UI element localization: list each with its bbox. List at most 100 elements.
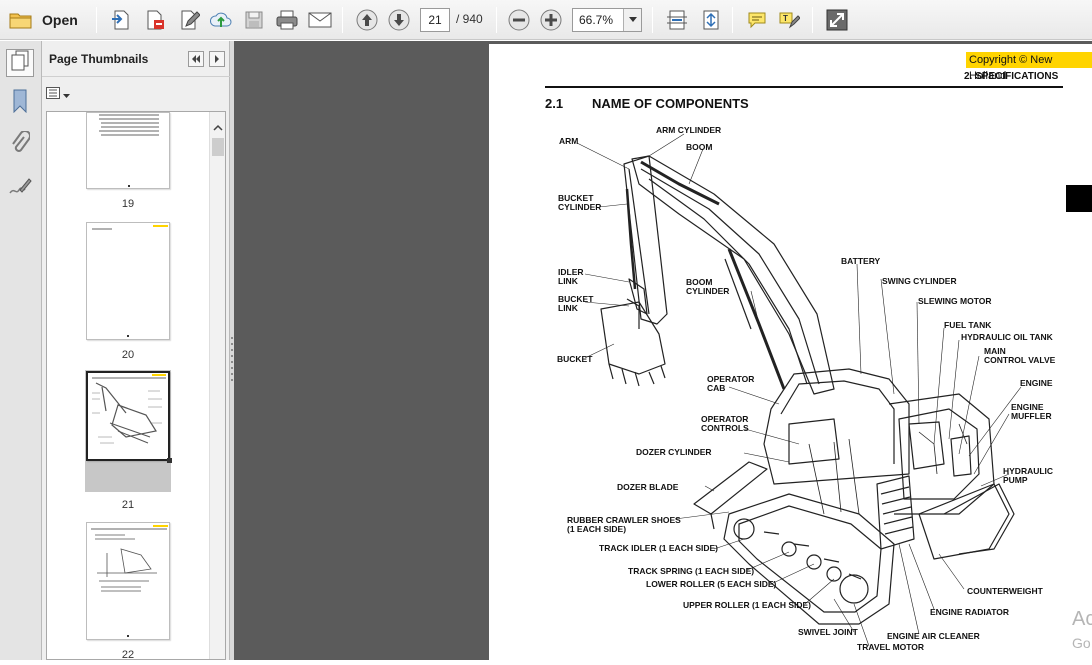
- fit-page-icon: [700, 9, 722, 31]
- create-pdf-button[interactable]: [108, 6, 134, 34]
- section-title: NAME OF COMPONENTS: [592, 96, 749, 111]
- thumbnail-label: 19: [121, 198, 135, 210]
- bookmarks-tab[interactable]: [8, 89, 32, 117]
- label-dozer-blade: DOZER BLADE: [617, 482, 679, 492]
- envelope-icon: [308, 11, 332, 29]
- highlight-button[interactable]: T: [776, 6, 802, 34]
- label-main-control-valve: MAIN CONTROL VALVE: [984, 346, 1056, 365]
- label-bucket-link: BUCKET LINK: [558, 294, 594, 313]
- chevron-down-icon: [63, 86, 70, 104]
- section-number: 2.1: [545, 96, 564, 111]
- thumbnail-page[interactable]: [86, 112, 170, 189]
- label-boom: BOOM: [686, 142, 713, 152]
- panel-splitter[interactable]: [230, 41, 234, 660]
- label-lower-roller: LOWER ROLLER (5 EACH SIDE): [646, 579, 777, 589]
- thumbnail-page[interactable]: [86, 522, 170, 640]
- bookmark-icon: [11, 89, 29, 118]
- expand-icon: [826, 9, 848, 31]
- label-bucket: BUCKET: [557, 354, 593, 364]
- page-total: / 940: [456, 12, 483, 26]
- navigation-rail: [0, 41, 42, 660]
- next-page-button[interactable]: [386, 6, 412, 34]
- zoom-select[interactable]: 66.7%: [572, 8, 642, 32]
- thumbnail-label: 21: [121, 499, 135, 511]
- save-button[interactable]: [242, 6, 266, 34]
- arrow-down-circle-icon: [388, 9, 410, 31]
- fit-page-button[interactable]: [698, 6, 724, 34]
- cloud-upload-icon: [209, 9, 233, 31]
- label-boom-cylinder: BOOM CYLINDER: [686, 277, 730, 296]
- label-operator-cab: OPERATOR CAB: [707, 374, 755, 393]
- list-options-icon: [46, 86, 60, 104]
- email-button[interactable]: [306, 6, 334, 34]
- label-swing-cylinder: SWING CYLINDER: [882, 276, 957, 286]
- thumbnail-scrollbar[interactable]: [209, 112, 225, 659]
- folder-icon: [8, 10, 34, 30]
- label-fuel-tank: FUEL TANK: [944, 320, 992, 330]
- export-pdf-button[interactable]: [142, 6, 168, 34]
- section-header: 2. SPECIFICATIONS: [964, 71, 1059, 82]
- previous-page-button[interactable]: [354, 6, 380, 34]
- label-track-idler: TRACK IDLER (1 EACH SIDE): [599, 543, 719, 553]
- thumbnail-options-button[interactable]: [46, 86, 72, 104]
- fit-width-button[interactable]: [664, 6, 690, 34]
- label-arm-cylinder: ARM CYLINDER: [656, 125, 722, 135]
- dark-marker: [1066, 185, 1092, 212]
- label-engine-radiator: ENGINE RADIATOR: [930, 607, 1010, 617]
- svg-text:T: T: [783, 14, 788, 23]
- upload-button[interactable]: [208, 6, 234, 34]
- full-screen-button[interactable]: [824, 6, 850, 34]
- activation-watermark-line1: Ac: [1072, 608, 1092, 630]
- header-rule: [545, 86, 1063, 88]
- zoom-out-button[interactable]: [506, 6, 532, 34]
- zoom-value: 66.7%: [579, 13, 614, 27]
- main-toolbar: Open 21 / 940 66.7%: [0, 0, 1092, 40]
- thumbnail-page[interactable]: [86, 222, 170, 340]
- arrow-up-circle-icon: [356, 9, 378, 31]
- label-engine-muffler: ENGINE MUFFLER: [1011, 402, 1052, 421]
- label-travel-motor: TRAVEL MOTOR: [857, 642, 925, 652]
- label-bucket-cylinder: BUCKET CYLINDER: [558, 193, 602, 212]
- thumbnail-label: 20: [121, 349, 135, 361]
- double-chevron-left-icon: [191, 50, 201, 68]
- plus-circle-icon: [540, 9, 562, 31]
- minus-circle-icon: [508, 9, 530, 31]
- label-battery: BATTERY: [841, 256, 881, 266]
- comment-button[interactable]: [744, 6, 770, 34]
- page-number-input[interactable]: 21: [420, 8, 450, 32]
- chevron-down-icon: [623, 9, 641, 31]
- thumbnail-page-current[interactable]: [86, 371, 172, 463]
- page-thumbnails-tab[interactable]: [6, 49, 34, 77]
- thumbnail-list[interactable]: 19 20 21: [46, 111, 226, 660]
- label-counterweight: COUNTERWEIGHT: [967, 586, 1043, 596]
- activation-watermark-line2: Go: [1072, 635, 1091, 651]
- thumbnails-panel: Page Thumbnails 19: [42, 41, 230, 660]
- copyright-banner: Copyright © New Holland: [966, 52, 1092, 82]
- open-button[interactable]: Open: [8, 6, 78, 34]
- thumbnail-label: 22: [121, 649, 135, 660]
- edit-pdf-button[interactable]: [176, 6, 202, 34]
- label-swivel-joint: SWIVEL JOINT: [798, 627, 858, 637]
- document-canvas[interactable]: Copyright © New Holland 2. SPECIFICATION…: [234, 41, 1092, 660]
- chevron-right-icon: [214, 50, 220, 68]
- resize-handle[interactable]: [167, 458, 172, 463]
- speech-bubble-icon: [746, 9, 768, 31]
- expand-panel-button[interactable]: [209, 51, 225, 67]
- label-track-spring: TRACK SPRING (1 EACH SIDE): [628, 566, 755, 576]
- label-idler-link: IDLER LINK: [558, 267, 584, 286]
- panel-title: Page Thumbnails: [49, 52, 149, 66]
- label-dozer-cylinder: DOZER CYLINDER: [636, 447, 712, 457]
- open-label: Open: [42, 12, 78, 28]
- attachments-tab[interactable]: [8, 129, 32, 159]
- create-pdf-icon: [110, 9, 132, 31]
- pages-icon: [10, 50, 30, 77]
- signature-pen-icon: [8, 176, 32, 203]
- label-upper-roller: UPPER ROLLER (1 EACH SIDE): [683, 600, 811, 610]
- scroll-up-icon[interactable]: [213, 118, 223, 136]
- collapse-panel-button[interactable]: [188, 51, 204, 67]
- zoom-in-button[interactable]: [538, 6, 564, 34]
- print-button[interactable]: [274, 6, 300, 34]
- scrollbar-thumb[interactable]: [212, 138, 224, 156]
- signatures-tab[interactable]: [6, 175, 34, 203]
- label-engine-air-cleaner: ENGINE AIR CLEANER: [887, 631, 980, 641]
